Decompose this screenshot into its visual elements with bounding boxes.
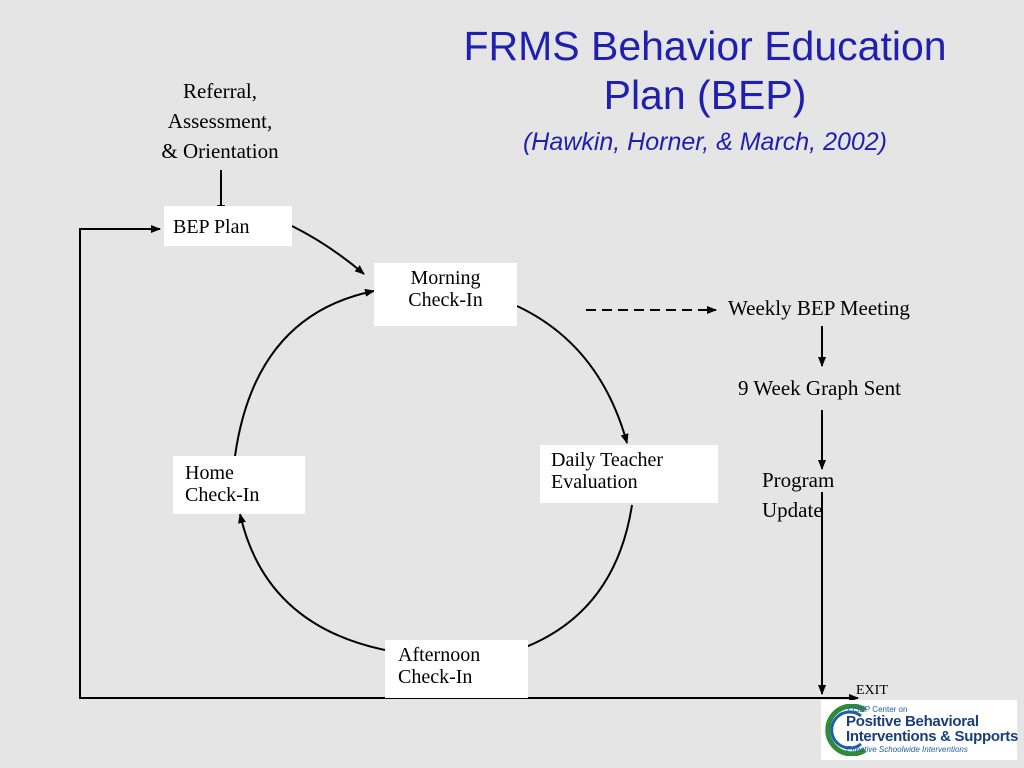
logo-ring-icon	[825, 704, 867, 756]
morning-line-2: Check-In	[408, 289, 483, 311]
arc-morning-to-teacher	[516, 305, 629, 444]
bep-plan-label: BEP Plan	[173, 216, 250, 238]
logo-line-1: Positive Behavioral	[846, 713, 979, 730]
arc-teacher-to-afternoon	[517, 504, 633, 651]
teacher-line-2: Evaluation	[551, 471, 638, 493]
arc-home-to-morning	[234, 288, 375, 457]
title-line-2: Plan (BEP)	[603, 72, 807, 118]
afternoon-line-1: Afternoon	[398, 644, 481, 666]
loop-back-to-plan	[79, 225, 822, 699]
morning-check-in-box: Morning Check-In	[374, 263, 517, 326]
bep-plan-box: BEP Plan	[164, 206, 292, 246]
referral-label: Referral, Assessment, & Orientation	[130, 76, 310, 166]
afternoon-check-in-box: Afternoon Check-In	[385, 640, 528, 698]
home-check-in-box: Home Check-In	[173, 456, 305, 514]
pbis-logo: OSEP Center on Positive Behavioral Inter…	[821, 700, 1018, 760]
referral-line-2: Assessment,	[167, 109, 273, 133]
teacher-line-1: Daily Teacher	[551, 449, 664, 471]
title-citation: (Hawkin, Horner, & March, 2002)	[522, 128, 888, 156]
exit-label: EXIT	[856, 683, 888, 698]
nine-week-graph-label: 9 Week Graph Sent	[738, 376, 901, 400]
afternoon-line-2: Check-In	[398, 666, 473, 688]
program-update-label: Program Update	[762, 465, 834, 525]
referral-line-3: & Orientation	[161, 139, 279, 163]
program-update-line-2: Update	[762, 498, 823, 522]
logo-line-2: Interventions & Supports	[846, 728, 1018, 745]
logo-small-text: OSEP Center on	[848, 705, 908, 714]
home-line-2: Check-In	[185, 484, 260, 506]
title-line-1: FRMS Behavior Education	[463, 23, 947, 69]
referral-line-1: Referral,	[182, 79, 258, 103]
morning-line-1: Morning	[410, 267, 481, 289]
daily-teacher-evaluation-box: Daily Teacher Evaluation	[540, 445, 718, 503]
logo-tagline: Effective Schoolwide Interventions	[846, 745, 968, 754]
arrow-plan-to-morning	[291, 225, 365, 275]
arc-afternoon-to-home	[238, 513, 386, 651]
weekly-bep-meeting-label: Weekly BEP Meeting	[728, 296, 910, 320]
home-line-1: Home	[185, 462, 234, 484]
page-title: FRMS Behavior Education Plan (BEP)	[400, 22, 1010, 120]
program-update-line-1: Program	[762, 468, 835, 492]
